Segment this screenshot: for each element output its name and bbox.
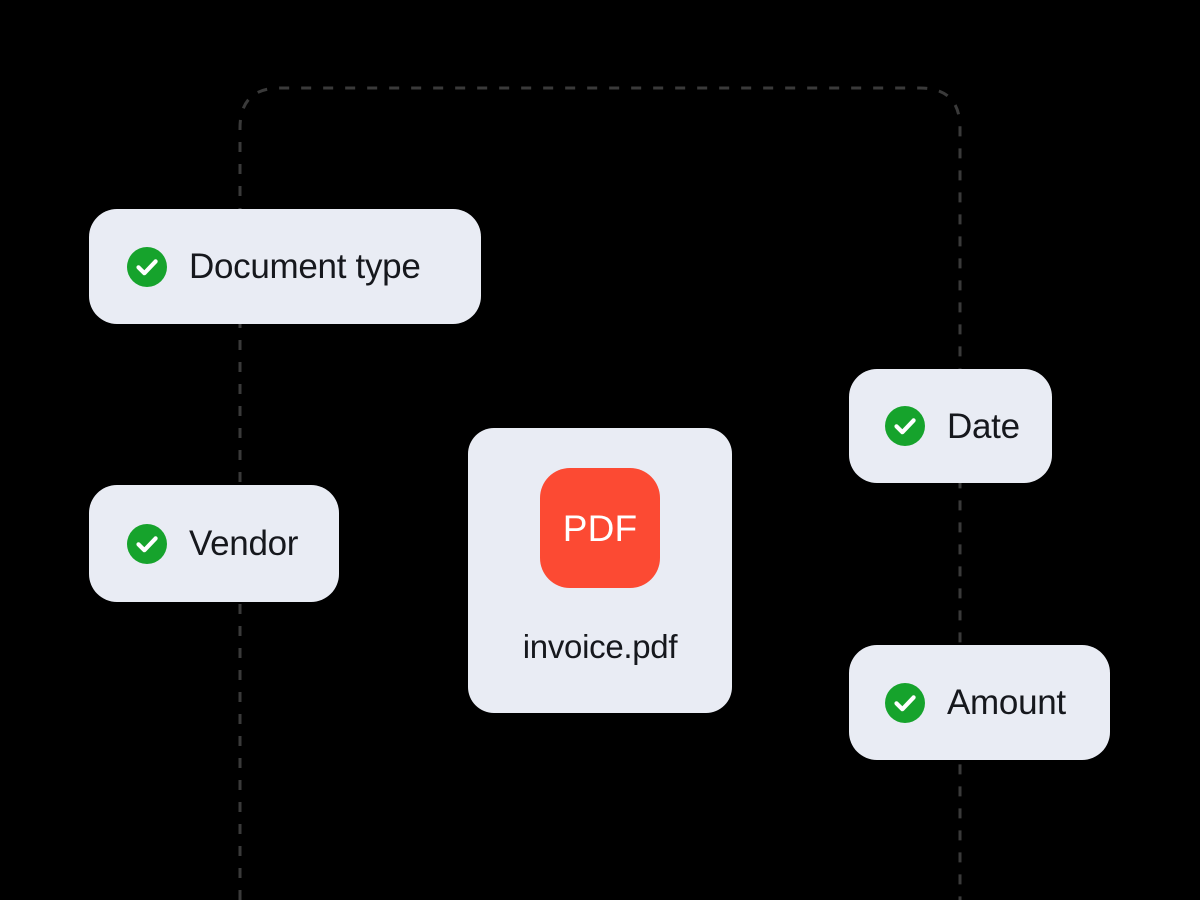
pdf-file-icon: PDF: [540, 468, 660, 588]
field-pill-document-type[interactable]: Document type: [89, 209, 481, 324]
check-circle-icon: [127, 523, 167, 564]
bracket-path: [238, 86, 962, 900]
file-card[interactable]: PDF invoice.pdf: [468, 428, 732, 713]
check-circle-icon: [885, 682, 925, 723]
check-circle-icon: [127, 246, 167, 287]
field-label: Date: [947, 406, 1020, 446]
field-pill-amount[interactable]: Amount: [849, 645, 1110, 760]
field-label: Amount: [947, 683, 1066, 722]
field-pill-vendor[interactable]: Vendor: [89, 485, 339, 602]
field-pill-date[interactable]: Date: [849, 369, 1052, 483]
field-label: Document type: [189, 247, 421, 286]
field-label: Vendor: [189, 524, 299, 563]
pdf-badge-label: PDF: [562, 507, 638, 549]
check-circle-icon: [885, 406, 925, 446]
file-name-label: invoice.pdf: [522, 628, 678, 665]
